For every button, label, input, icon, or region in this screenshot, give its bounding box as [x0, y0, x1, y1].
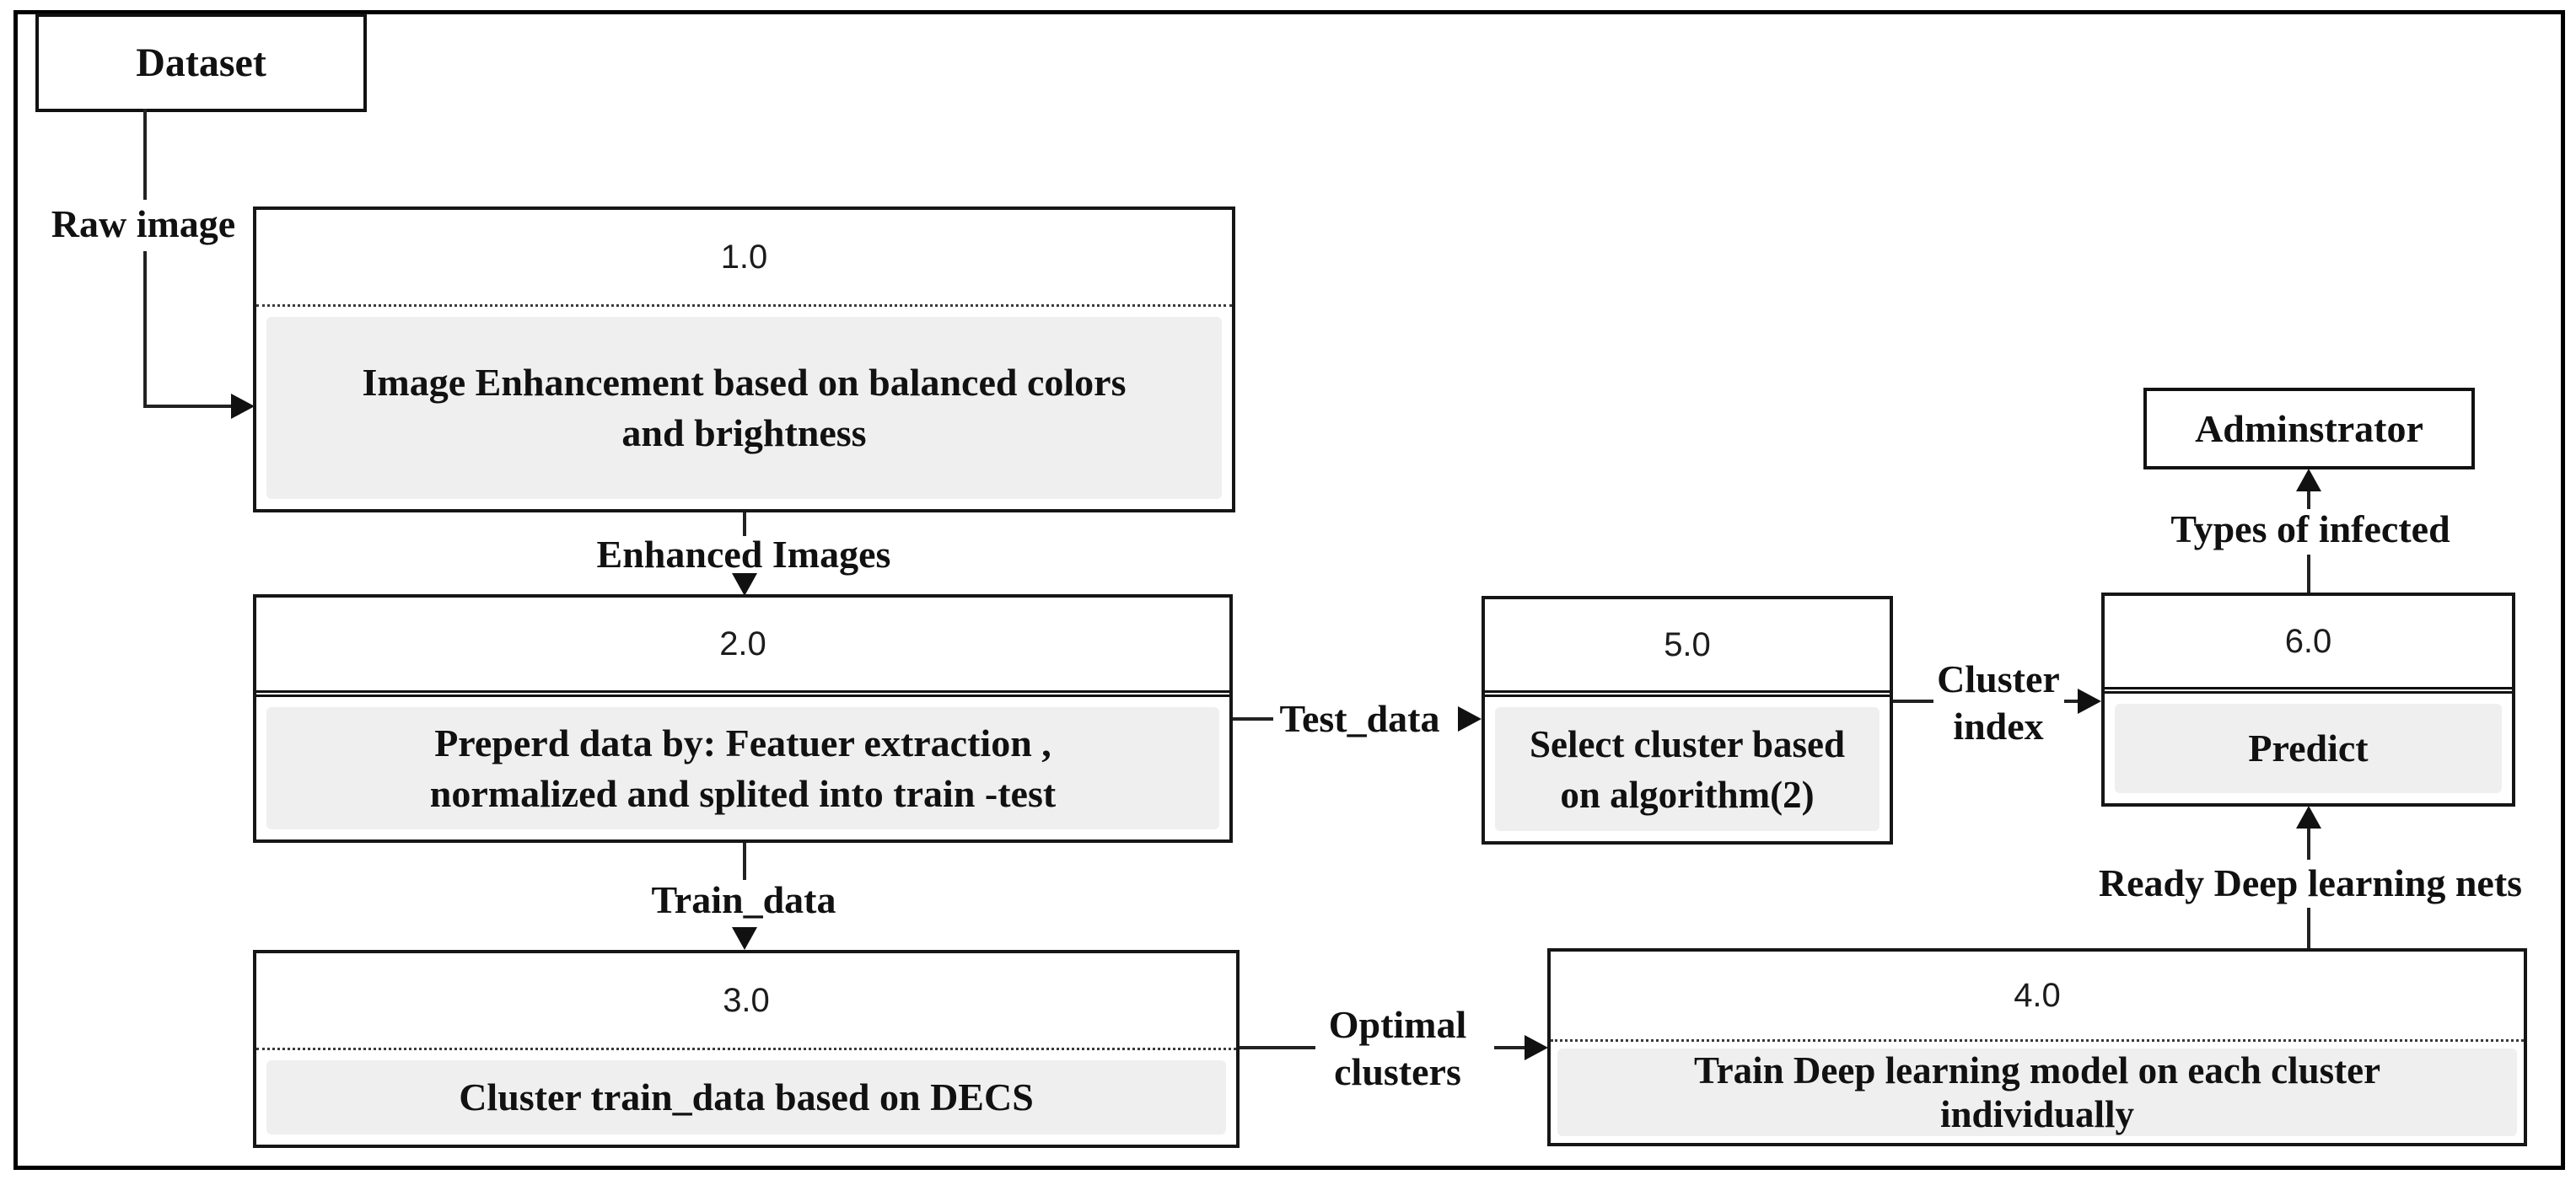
process-3-box: 3.0 Cluster train_data based on DECS [253, 950, 1240, 1148]
process-2-body: Preperd data by: Featuer extraction , no… [256, 690, 1229, 839]
process-2-number-text: 2.0 [719, 625, 766, 662]
process-1-number: 1.0 [256, 210, 1232, 304]
flow-types-line-top [2307, 489, 2310, 509]
flow-cluster-arrowhead [2078, 689, 2101, 714]
flow-train-line-top [743, 843, 746, 880]
process-6-number-text: 6.0 [2284, 622, 2332, 660]
process-2-description: Preperd data by: Featuer extraction , no… [266, 707, 1219, 829]
process-1-description: Image Enhancement based on balanced colo… [266, 317, 1222, 499]
process-4-number: 4.0 [1551, 952, 2524, 1039]
entity-administrator-label: Adminstrator [2195, 407, 2423, 450]
flow-test-label: Test_data [1279, 697, 1440, 740]
process-5-description: Select cluster based on algorithm(2) [1495, 707, 1880, 831]
process-4-box: 4.0 Train Deep learning model on each cl… [1547, 948, 2527, 1146]
process-2-desc-line1: Preperd data by: Featuer extraction , [434, 721, 1051, 764]
process-1-box: 1.0 Image Enhancement based on balanced … [253, 206, 1235, 512]
process-5-body: Select cluster based on algorithm(2) [1485, 690, 1890, 841]
entity-administrator: Adminstrator [2143, 388, 2475, 469]
flow-raw-image-arrowhead [231, 394, 255, 419]
process-3-description: Cluster train_data based on DECS [266, 1060, 1226, 1134]
entity-dataset: Dataset [35, 13, 367, 112]
process-3-body: Cluster train_data based on DECS [256, 1048, 1236, 1145]
flow-types-label: Types of infected [2170, 507, 2450, 550]
process-1-number-text: 1.0 [720, 238, 768, 276]
flow-optimal-line-right [1494, 1046, 1528, 1049]
flow-optimal-line-left [1240, 1046, 1315, 1049]
process-3-desc-line1: Cluster train_data based on DECS [459, 1075, 1034, 1118]
process-5-number-text: 5.0 [1664, 625, 1711, 663]
flow-cluster-label: Cluster index [1927, 656, 2070, 750]
flow-train-arrowhead [732, 927, 757, 950]
process-6-body: Predict [2105, 687, 2512, 803]
flow-types-line-bottom [2307, 555, 2310, 593]
flow-raw-image-line-top [143, 109, 147, 200]
process-2-desc-line2: normalized and splited into train -test [429, 771, 1057, 815]
process-6-number: 6.0 [2105, 596, 2512, 687]
figure-border [13, 10, 2565, 1170]
process-6-desc-line1: Predict [2248, 727, 2369, 770]
flow-cluster-line-left [1893, 700, 1933, 703]
process-3-number: 3.0 [256, 953, 1236, 1048]
flow-enhanced-arrowhead [732, 573, 757, 596]
process-4-desc-line1: Train Deep learning model on each cluste… [1693, 1049, 2381, 1092]
flow-train-label: Train_data [651, 878, 836, 921]
flow-raw-image-line-bottom [143, 251, 147, 408]
flow-optimal-label: Optimal clusters [1299, 1001, 1497, 1096]
flow-types-arrowhead [2296, 469, 2321, 491]
process-1-desc-line1: Image Enhancement based on balanced colo… [362, 361, 1127, 404]
flow-ready-label: Ready Deep learning nets [2098, 861, 2523, 904]
process-5-number: 5.0 [1485, 599, 1890, 690]
flow-enhanced-line-top [743, 512, 746, 536]
entity-dataset-label: Dataset [136, 40, 266, 85]
flow-enhanced-label: Enhanced Images [596, 533, 891, 576]
flow-raw-image-line-horiz [143, 405, 234, 408]
flow-ready-arrowhead [2296, 806, 2321, 829]
process-5-box: 5.0 Select cluster based on algorithm(2) [1482, 596, 1893, 845]
flow-raw-image-label: Raw image [51, 202, 236, 245]
flow-optimal-label-line1: Optimal [1328, 1003, 1467, 1046]
process-5-desc-line2: on algorithm(2) [1560, 773, 1815, 816]
flow-ready-line-bottom [2307, 908, 2310, 948]
process-1-body: Image Enhancement based on balanced colo… [256, 304, 1232, 509]
flow-cluster-label-line1: Cluster [1937, 657, 2060, 700]
flow-cluster-line-right [2064, 700, 2079, 703]
flow-test-line-left [1233, 717, 1273, 721]
flow-optimal-label-line2: clusters [1334, 1050, 1461, 1093]
flow-test-arrowhead [1458, 706, 1482, 732]
flow-optimal-arrowhead [1525, 1035, 1548, 1060]
process-2-number: 2.0 [256, 598, 1229, 690]
process-4-number-text: 4.0 [2014, 976, 2061, 1014]
process-5-desc-line1: Select cluster based [1529, 722, 1846, 765]
process-6-box: 6.0 Predict [2101, 593, 2515, 807]
process-4-description: Train Deep learning model on each cluste… [1557, 1049, 2517, 1136]
process-6-description: Predict [2115, 704, 2502, 793]
process-4-desc-line2: individually [1939, 1093, 2135, 1135]
flow-ready-line-top [2307, 826, 2310, 860]
process-4-body: Train Deep learning model on each cluste… [1551, 1039, 2524, 1143]
process-3-number-text: 3.0 [723, 981, 770, 1019]
process-1-desc-line2: and brightness [621, 411, 867, 454]
flow-cluster-label-line2: index [1953, 705, 2044, 748]
process-2-box: 2.0 Preperd data by: Featuer extraction … [253, 594, 1233, 843]
